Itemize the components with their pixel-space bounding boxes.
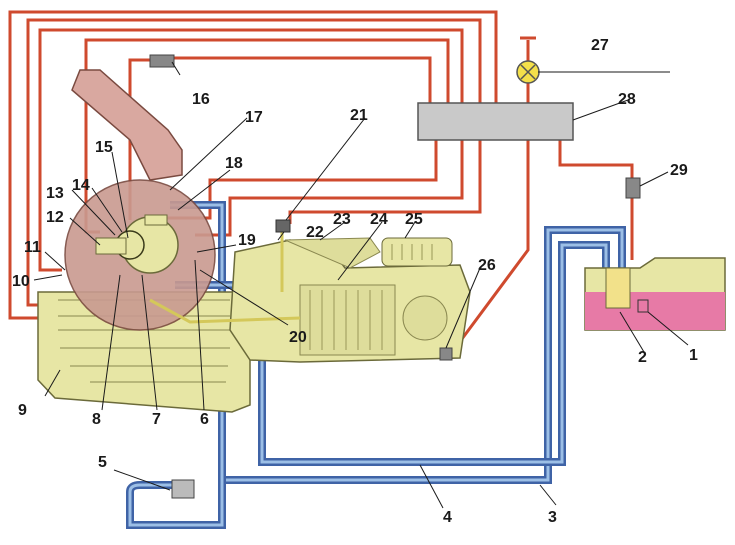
label-12: 12: [46, 209, 64, 226]
label-11: 11: [24, 239, 41, 256]
sensor-lines: [149, 232, 301, 324]
label-2: 2: [638, 349, 647, 366]
label-7: 7: [152, 411, 161, 428]
label-9: 9: [18, 402, 27, 419]
label-17: 17: [245, 109, 263, 126]
label-15: 15: [95, 139, 113, 156]
label-8: 8: [92, 411, 101, 428]
label-23: 23: [333, 211, 351, 228]
label-4: 4: [443, 509, 452, 526]
label-14: 14: [72, 177, 90, 194]
label-27: 27: [591, 37, 609, 54]
label-22: 22: [306, 224, 324, 241]
label-24: 24: [370, 211, 388, 228]
components: [149, 54, 641, 499]
label-26: 26: [478, 257, 496, 274]
label-16: 16: [192, 91, 210, 108]
ecu-unit: [417, 102, 574, 141]
label-3: 3: [548, 509, 557, 526]
exhaust-assembly: [229, 237, 471, 363]
label-10: 10: [12, 273, 30, 290]
label-18: 18: [225, 155, 243, 172]
label-1: 1: [689, 347, 698, 364]
label-20: 20: [289, 329, 307, 346]
fuel-tank: [584, 257, 726, 331]
label-5: 5: [98, 454, 107, 471]
leader-lines: [33, 61, 689, 509]
label-29: 29: [670, 162, 688, 179]
label-25: 25: [405, 211, 423, 228]
label-28: 28: [618, 91, 636, 108]
label-19: 19: [238, 232, 256, 249]
air-intake: [64, 69, 216, 331]
label-13: 13: [46, 185, 64, 202]
label-6: 6: [200, 411, 209, 428]
label-21: 21: [350, 107, 368, 124]
